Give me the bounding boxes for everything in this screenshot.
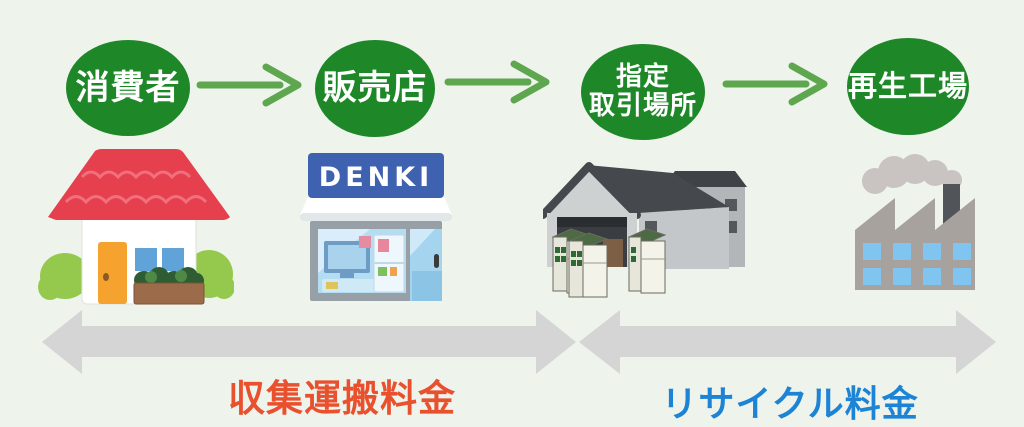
door-knob	[103, 273, 109, 281]
flow-node-retailer-label: 販売店	[322, 68, 428, 109]
flow-node-recycle-plant: 再生工場	[847, 38, 969, 135]
factory-building	[855, 198, 975, 290]
bush-left	[38, 253, 90, 300]
house-icon	[38, 149, 234, 305]
factory-icon	[855, 154, 975, 290]
refrigerator	[627, 228, 667, 294]
flow-node-consumer: 消費者	[66, 40, 190, 136]
tv-in-window	[322, 236, 376, 292]
recycle-fee-label: リサイクル料金	[661, 384, 919, 425]
collection-fee-label: 収集運搬料金	[228, 377, 456, 420]
flow-node-consumer-label: 消費者	[75, 67, 181, 108]
double-headed-arrow-icon	[42, 310, 576, 374]
fee-range-arrows	[42, 310, 996, 374]
roof-wave-pattern	[64, 195, 208, 205]
flow-node-collection-site-label-line1: 指定	[615, 61, 670, 92]
smoke-cloud	[862, 154, 962, 194]
double-headed-arrow-icon	[579, 310, 996, 374]
right-arrow-icon	[722, 62, 828, 106]
house-roof	[48, 149, 230, 220]
electronics-store-icon: DENKI	[300, 153, 452, 301]
roof-wave-pattern	[80, 170, 192, 180]
flow-node-collection-site-label-line2: 取引場所	[588, 91, 697, 121]
store-sign-text: DENKI	[319, 162, 433, 193]
right-arrow-icon	[444, 60, 550, 104]
right-arrow-icon	[196, 63, 302, 107]
door-handle	[434, 254, 439, 268]
store-sign	[308, 153, 444, 198]
house-window	[135, 248, 157, 271]
awning-edge	[300, 213, 452, 221]
store-door	[410, 229, 442, 301]
planter-box	[133, 282, 205, 305]
refrigerator	[567, 232, 609, 298]
house-door	[98, 242, 127, 304]
factory-windows	[863, 243, 971, 285]
store-awning	[300, 197, 452, 215]
flow-node-recycle-plant-label: 再生工場	[847, 69, 968, 104]
house-window	[162, 248, 184, 271]
warehouse-icon	[543, 162, 747, 298]
refrigerators	[551, 228, 667, 298]
flow-node-retailer: 販売店	[315, 40, 435, 137]
fridge-in-window	[373, 234, 405, 293]
flow-node-collection-site: 指定 取引場所	[581, 44, 705, 140]
